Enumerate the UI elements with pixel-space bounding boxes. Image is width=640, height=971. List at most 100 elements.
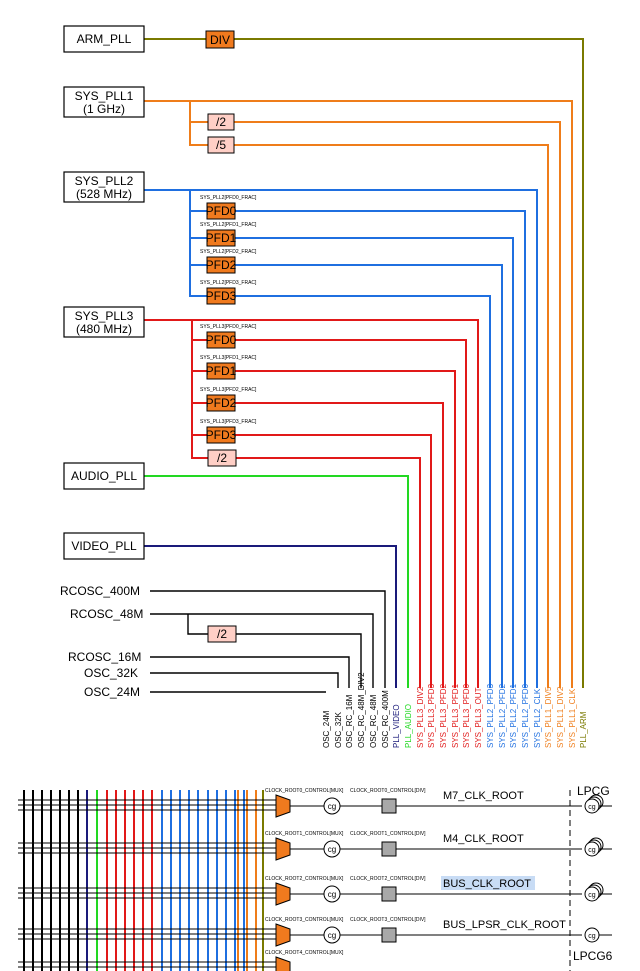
pll2-pfd2-label: PFD2 xyxy=(206,258,237,272)
video_pll-block xyxy=(63,532,145,560)
pll2-pfd0-out xyxy=(235,210,526,688)
divider-block xyxy=(381,841,397,857)
pll3-div2-label: /2 xyxy=(217,451,227,465)
pll2-pfd3-label: PFD3 xyxy=(206,289,237,303)
rcosc48m-wire xyxy=(150,613,374,688)
pll2-pfd3-register: SYS_PLL2[PFD3_FRAC] xyxy=(200,280,257,286)
column-label-sys_pll1_div2: SYS_PLL1_DIV2 xyxy=(556,686,565,748)
mux-block xyxy=(275,923,291,947)
lpcg-label: LPCG xyxy=(577,784,610,798)
pll2-pfd2-out xyxy=(235,264,503,688)
pll3-pfd2-label: PFD2 xyxy=(206,396,237,410)
column-label-osc_24m: OSC_24M xyxy=(322,710,331,748)
rcosc_48m-label: RCOSC_48M xyxy=(70,607,143,621)
pll3-pfd1-block xyxy=(206,362,236,380)
sys_pll3-block xyxy=(63,306,145,338)
clock-gate-label: cg xyxy=(328,802,336,811)
column-label-sys_pll2_pfd1: SYS_PLL2_PFD1 xyxy=(509,683,518,748)
pll2-pfd1-block xyxy=(206,229,236,247)
clock-gate-label: cg xyxy=(328,890,336,899)
pll1-div5-out xyxy=(234,144,549,688)
column-label-sys_pll2_pfd3: SYS_PLL2_PFD3 xyxy=(486,683,495,748)
arm-div-block xyxy=(205,30,235,49)
pll2-pfd3-block xyxy=(206,287,236,305)
divider-block xyxy=(381,798,397,814)
arm_pll-label: ARM_PLL xyxy=(77,32,132,46)
arm-wire-out xyxy=(234,38,584,688)
pll2-pfd0-label: PFD0 xyxy=(206,204,237,218)
root-label-bus_clk_root: BUS_CLK_ROOT xyxy=(443,878,531,890)
clock-root-section: CLOCK_ROOT0_CONTROL[MUX]cgCLOCK_ROOT0_CO… xyxy=(18,784,613,971)
column-label-sys_pll1_clk: SYS_PLL1_CLK xyxy=(568,688,577,748)
pll3-clk-wire xyxy=(144,319,479,688)
div-register-label: CLOCK_ROOT2_CONTROL[DIV] xyxy=(350,876,426,882)
pll1-div2-label: /2 xyxy=(216,115,226,129)
rcosc48m-div2-block xyxy=(207,625,237,643)
mux-block xyxy=(275,794,291,818)
column-label-sys_pll2_clk: SYS_PLL2_CLK xyxy=(533,688,542,748)
sys_pll1-freq-label: (1 GHz) xyxy=(83,102,125,116)
pll3-pfd3-out xyxy=(235,434,432,688)
column-label-osc_32k: OSC_32K xyxy=(334,711,343,748)
column-label-sys_pll1_div5: SYS_PLL1_DIV5 xyxy=(544,686,553,748)
mux-block xyxy=(275,882,291,906)
pll3-pfd0-block xyxy=(206,331,236,349)
root-label-m4_clk_root: M4_CLK_ROOT xyxy=(443,833,524,845)
pll2-pfd2-block xyxy=(206,256,236,274)
pll1-div5-block xyxy=(207,136,235,154)
pll1-clk-wire xyxy=(144,100,573,688)
pll1-div2-block xyxy=(207,113,235,131)
rcosc400m-wire xyxy=(150,590,386,688)
mux-register-label: CLOCK_ROOT2_CONTROL[MUX] xyxy=(265,876,344,882)
pll1-div5-label: /5 xyxy=(216,138,226,152)
pll3-pfd0-register: SYS_PLL3[PFD0_FRAC] xyxy=(200,324,257,330)
pll3-pfd0-label: PFD0 xyxy=(206,333,237,347)
pll2-pfd3-out xyxy=(235,295,491,688)
sys_pll3-freq-label: (480 MHz) xyxy=(76,322,132,336)
osc_32k-label: OSC_32K xyxy=(84,666,138,680)
pll3-div2-block xyxy=(207,449,237,467)
div-register-label: CLOCK_ROOT1_CONTROL[DIV] xyxy=(350,831,426,837)
sys_pll1-label: SYS_PLL1 xyxy=(75,89,134,103)
lpcg-gate-label: cg xyxy=(588,892,596,899)
pll3-pfd3-block xyxy=(206,426,236,444)
lpcg-gate-label: cg xyxy=(588,847,596,854)
pll3-branch-wire xyxy=(191,320,208,459)
pll2-pfd0-register: SYS_PLL2[PFD0_FRAC] xyxy=(200,195,257,201)
lpcg-gate-label: cg xyxy=(588,933,596,940)
mux-register-label: CLOCK_ROOT3_CONTROL[MUX] xyxy=(265,917,344,923)
divider-block xyxy=(381,927,397,943)
pll3-div2-out xyxy=(236,457,421,688)
column-label-osc_rc_16m: OSC_RC_16M xyxy=(345,694,354,748)
mux-block xyxy=(275,956,291,971)
lpcg6-label: LPCG6 xyxy=(573,949,613,963)
rcosc48m-div2-out xyxy=(236,633,362,688)
sys_pll2-label: SYS_PLL2 xyxy=(75,174,134,188)
pll2-pfd1-out xyxy=(235,237,514,688)
pll3-pfd1-label: PFD1 xyxy=(206,364,237,378)
clock-gate-label: cg xyxy=(328,845,336,854)
column-label-sys_pll3_pfd0: SYS_PLL3_PFD0 xyxy=(462,683,471,748)
pll3-pfd3-label: PFD3 xyxy=(206,428,237,442)
mux-block xyxy=(275,837,291,861)
div-register-label: CLOCK_ROOT3_CONTROL[DIV] xyxy=(350,917,426,923)
video_pll-label: VIDEO_PLL xyxy=(71,539,137,553)
root-label-bus_lpsr_clk_root: BUS_LPSR_CLK_ROOT xyxy=(443,919,566,931)
column-label-sys_pll3_pfd1: SYS_PLL3_PFD1 xyxy=(451,683,460,748)
column-label-sys_pll3_out: SYS_PLL3_OUT xyxy=(474,687,483,748)
column-label-sys_pll3_pfd2: SYS_PLL3_PFD2 xyxy=(439,683,448,748)
column-label-sys_pll2_pfd0: SYS_PLL2_PFD0 xyxy=(521,683,530,748)
audio_pll-block xyxy=(63,462,145,490)
column-label-osc_rc_400m: OSC_RC_400M xyxy=(381,690,390,748)
pll2-pfd1-register: SYS_PLL2[PFD1_FRAC] xyxy=(200,222,257,228)
pll2-clk-wire xyxy=(144,189,538,688)
osc_24m-label: OSC_24M xyxy=(84,685,140,699)
column-label-sys_pll3_div2: SYS_PLL3_DIV2 xyxy=(416,686,425,748)
pll2-pfd2-register: SYS_PLL2[PFD2_FRAC] xyxy=(200,249,257,255)
pll3-pfd0-out xyxy=(235,339,467,688)
column-label-osc_rc_48m_div2: OSC_RC_48M_DIV2 xyxy=(357,672,366,748)
root-label-m7_clk_root: M7_CLK_ROOT xyxy=(443,790,524,802)
